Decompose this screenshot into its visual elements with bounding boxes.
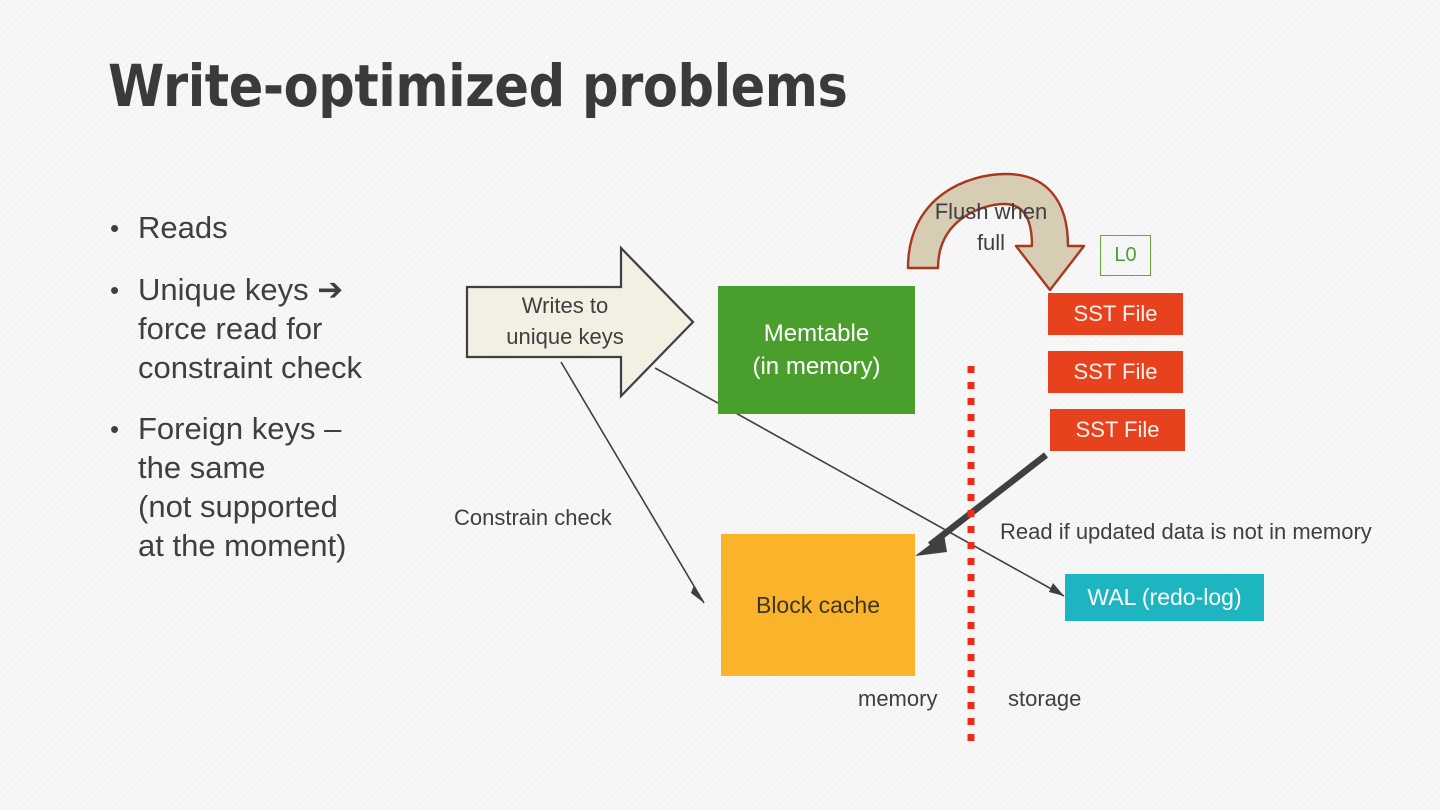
sst-file-box[interactable]: SST File — [1048, 293, 1183, 335]
sst-file-box[interactable]: SST File — [1048, 351, 1183, 393]
bullet-marker-icon: • — [110, 275, 120, 305]
level-badge-l0: L0 — [1100, 235, 1151, 276]
memory-side-label: memory — [858, 686, 938, 711]
bullet-list: • Reads • Unique keys ➔ force read for c… — [104, 208, 454, 587]
list-item: • Unique keys ➔ force read for constrain… — [104, 270, 454, 387]
sst-file-box[interactable]: SST File — [1050, 409, 1185, 451]
bullet-text: Foreign keys – the same (not supported a… — [138, 411, 347, 563]
constrain-check-label: Constrain check — [454, 505, 612, 530]
block-cache-box[interactable]: Block cache — [721, 534, 915, 676]
storage-side-label: storage — [1008, 686, 1082, 711]
list-item: • Reads — [104, 208, 454, 248]
bullet-marker-icon: • — [110, 414, 120, 444]
flush-arrow-label: Flush when full — [934, 199, 1048, 255]
page-title: Write-optimized problems — [108, 52, 848, 120]
bullet-text: Reads — [138, 210, 228, 245]
list-item: • Foreign keys – the same (not supported… — [104, 409, 454, 565]
bullet-text: Unique keys ➔ force read for constraint … — [138, 272, 362, 385]
wal-box[interactable]: WAL (redo-log) — [1065, 574, 1264, 621]
bullet-marker-icon: • — [110, 213, 120, 243]
memtable-box[interactable]: Memtable (in memory) — [718, 286, 915, 414]
writes-arrow-label: Writes to unique keys — [506, 293, 624, 349]
read-if-updated-label: Read if updated data is not in memory — [1000, 519, 1372, 544]
connector-writes-to-block-cache — [560, 361, 705, 604]
